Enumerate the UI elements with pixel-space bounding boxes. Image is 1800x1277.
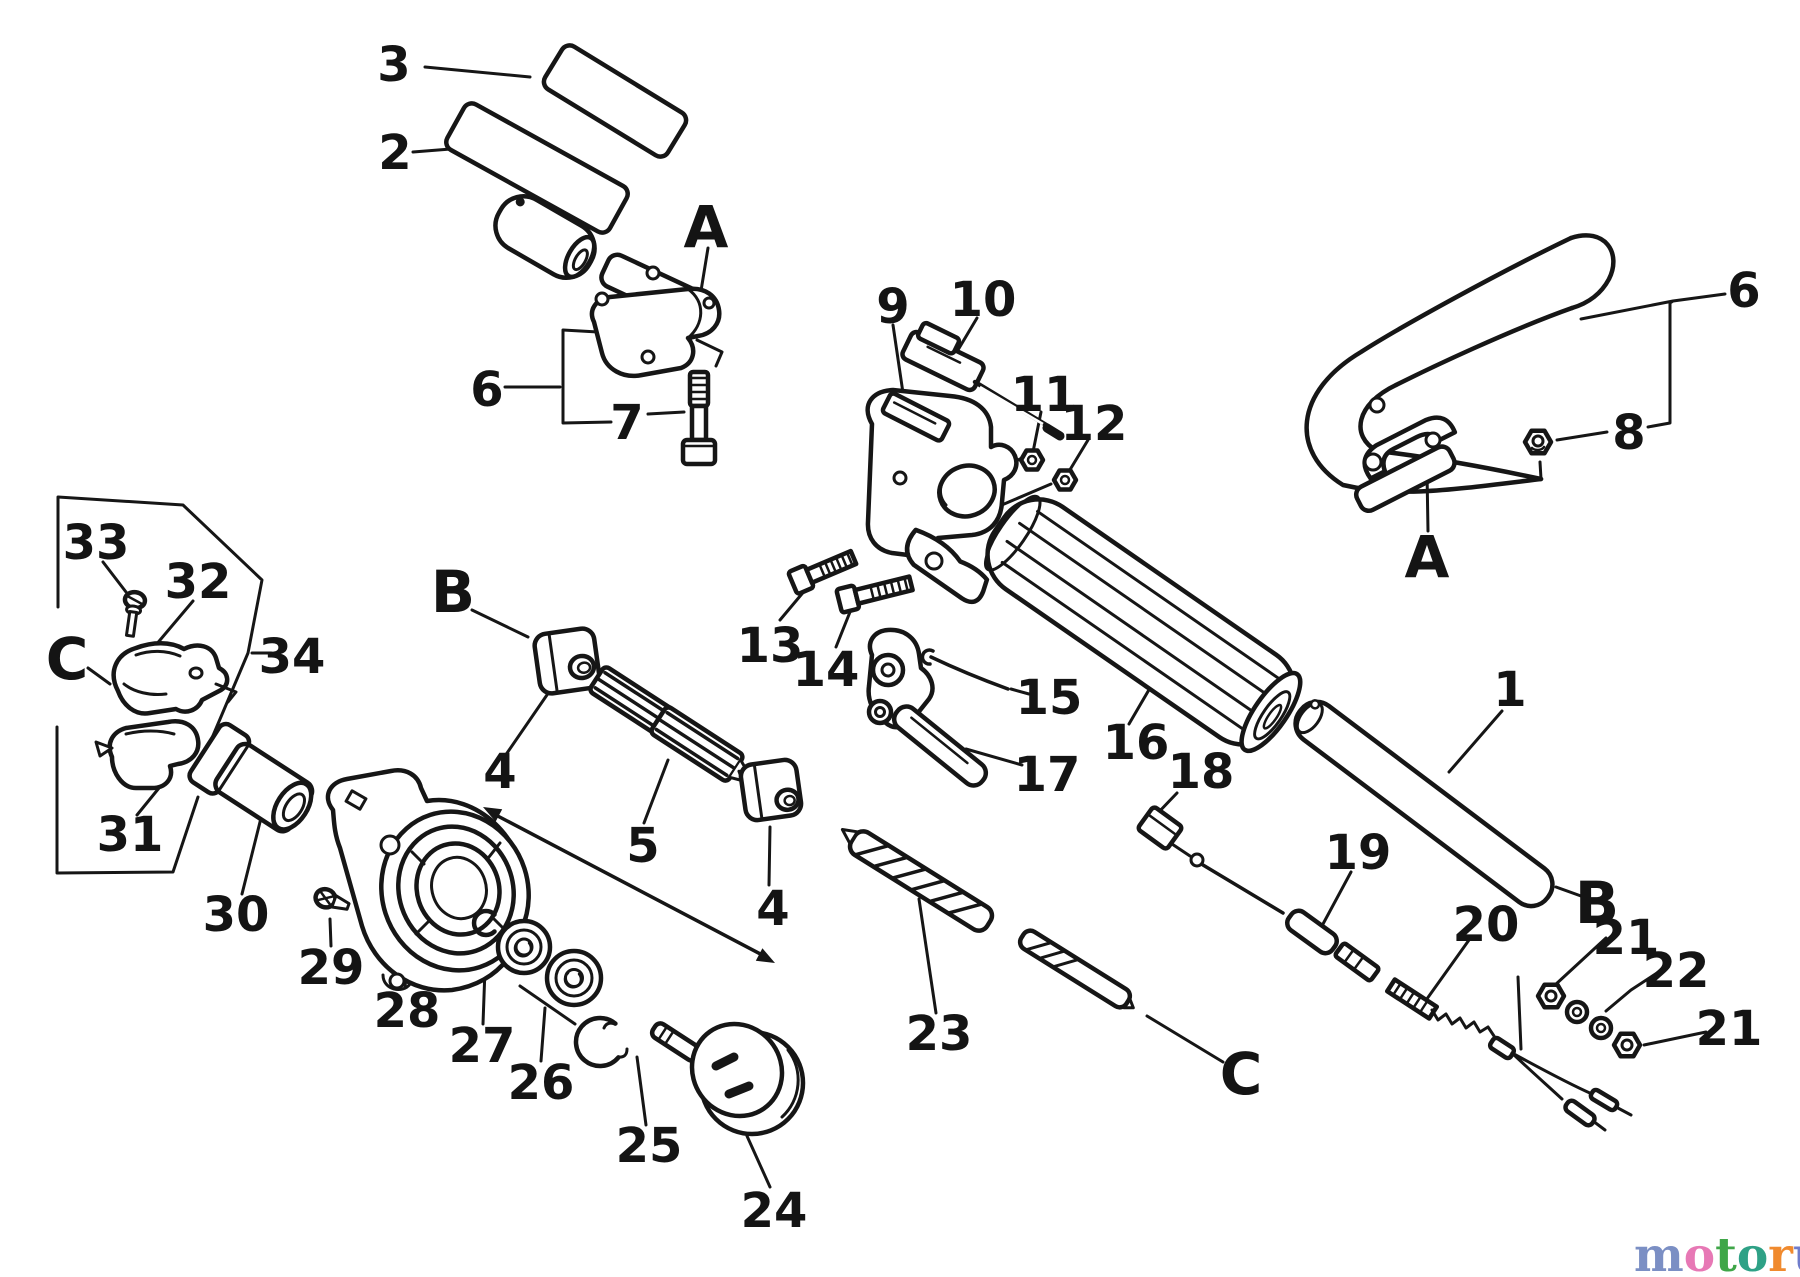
callout-31: 31 — [97, 807, 164, 863]
handle-grip-16 — [984, 494, 1303, 754]
callout-1: 1 — [1493, 662, 1526, 718]
callout-27: 27 — [449, 1018, 516, 1074]
clutch-drum-24 — [649, 1021, 806, 1137]
clamp-half-32 — [111, 641, 238, 716]
ref-c-left: C — [46, 625, 89, 693]
shaft-collar-30 — [187, 721, 315, 834]
callout-8: 8 — [1612, 405, 1645, 461]
handle-sleeve — [493, 194, 597, 280]
callout-26: 26 — [508, 1055, 575, 1111]
throttle-housing-9 — [865, 387, 1019, 605]
leader-lines — [55, 65, 1727, 1189]
motoruf-logo[interactable]: motoruf.de — [1634, 1228, 1800, 1277]
flex-shaft-23b — [1017, 928, 1135, 1010]
ref-b-left: B — [431, 558, 475, 626]
stop-switch-10 — [900, 320, 1065, 441]
callout-19: 19 — [1325, 825, 1392, 881]
ball-bearing-26a — [495, 918, 553, 976]
ref-c-bottom: C — [1220, 1040, 1263, 1108]
ref-a-right: A — [1405, 523, 1450, 591]
callout-12: 12 — [1061, 396, 1128, 452]
splined-shaft-5b — [649, 705, 750, 783]
callout-16: 16 — [1103, 715, 1170, 771]
ref-b-right: B — [1575, 869, 1619, 937]
coupler-nut-4-left — [532, 626, 602, 696]
callout-28: 28 — [374, 983, 441, 1039]
assembly-axis-arrow — [483, 807, 775, 963]
callout-9: 9 — [876, 279, 909, 335]
handle-clamp-upper — [589, 252, 724, 379]
callout-33: 33 — [63, 515, 130, 571]
clamp-screw-33 — [122, 589, 148, 638]
callout-11: 11 — [1011, 367, 1078, 423]
clamp-half-31 — [94, 719, 201, 791]
callout-5: 5 — [626, 818, 659, 874]
callout-24: 24 — [741, 1183, 808, 1239]
callout-4-right: 4 — [756, 881, 789, 937]
callout-29: 29 — [298, 940, 365, 996]
ref-a-top: A — [684, 193, 729, 261]
callout-34: 34 — [259, 629, 326, 685]
callout-25: 25 — [616, 1118, 683, 1174]
callout-2: 2 — [378, 125, 411, 181]
callout-20: 20 — [1453, 897, 1520, 953]
ball-bearing-26b — [544, 948, 604, 1008]
loop-handle-clamp — [1353, 396, 1458, 514]
housing-nut-11 — [1018, 448, 1046, 472]
housing-nut-12 — [1051, 468, 1079, 492]
housing-bolt-14 — [834, 574, 915, 615]
callout-15: 15 — [1016, 670, 1083, 726]
callout-23: 23 — [906, 1006, 973, 1062]
callout-6-left: 6 — [470, 362, 503, 418]
throttle-cable — [1136, 805, 1633, 1132]
callout-7: 7 — [610, 395, 643, 451]
callout-10: 10 — [950, 272, 1017, 328]
handle-nut-8 — [1522, 428, 1554, 456]
throttle-lever-17 — [866, 627, 989, 788]
clamp-bolt-7 — [680, 369, 718, 467]
drive-shaft-tube-1 — [1293, 699, 1555, 909]
callout-22: 22 — [1643, 943, 1710, 999]
callout-32: 32 — [165, 554, 232, 610]
callout-3: 3 — [377, 37, 410, 93]
cable-washer-22b — [1588, 1015, 1614, 1041]
cable-nut-21-upper — [1535, 982, 1567, 1010]
throttle-spring-15 — [920, 648, 1010, 691]
cover-plate-2 — [444, 101, 630, 235]
callout-21-upper: 21 — [1593, 910, 1660, 966]
callout-4-left: 4 — [483, 744, 516, 800]
callout-13: 13 — [737, 618, 804, 674]
gear-head-28 — [325, 768, 531, 993]
callout-21-lower: 21 — [1696, 1001, 1763, 1057]
coupler-nut-4-right — [738, 757, 804, 823]
callout-6-right: 6 — [1727, 263, 1760, 319]
cable-washer-22a — [1564, 999, 1590, 1025]
cover-screw-29 — [313, 886, 351, 911]
callout-30: 30 — [203, 887, 270, 943]
cable-nut-21-lower — [1611, 1031, 1643, 1059]
flex-shaft-23a — [840, 827, 995, 933]
housing-bolt-13 — [786, 548, 859, 596]
callout-18: 18 — [1168, 744, 1235, 800]
cover-plate-3 — [541, 43, 689, 159]
snap-ring-27 — [471, 908, 497, 938]
callout-17: 17 — [1014, 747, 1081, 803]
snap-ring-25 — [573, 1015, 629, 1069]
callout-labels: 3 2 A 6 7 9 10 11 12 6 8 A 33 32 C 34 B … — [46, 37, 1763, 1239]
callout-14: 14 — [793, 642, 860, 698]
loop-handle — [1304, 233, 1616, 494]
